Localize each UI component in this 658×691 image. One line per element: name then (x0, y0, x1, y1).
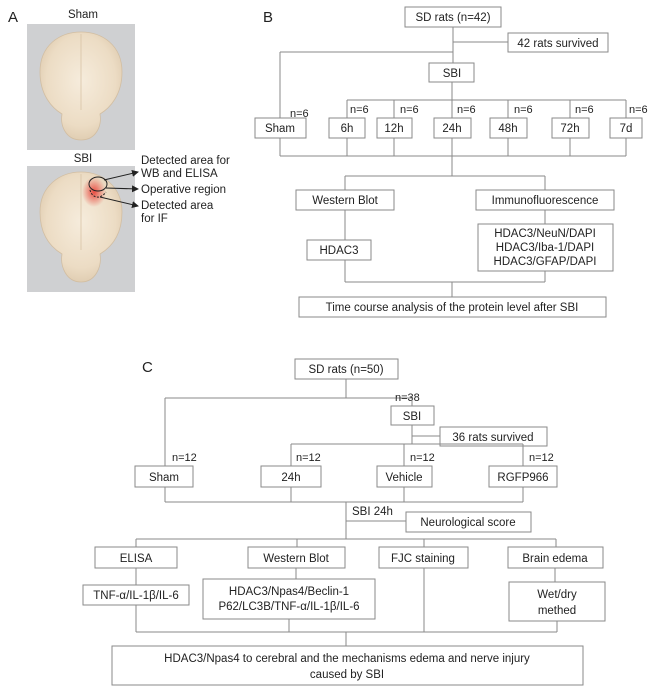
svg-text:HDAC3/NeuN/DAPI: HDAC3/NeuN/DAPI (494, 228, 596, 240)
node-c-rgfp966: RGFP966 (488, 465, 558, 488)
annotation-if-line1: Detected area (141, 200, 214, 212)
node-b-sd-rats: SD rats (n=42) (404, 6, 502, 28)
svg-text:HDAC3/Iba-1/DAPI: HDAC3/Iba-1/DAPI (496, 242, 594, 254)
svg-text:24h: 24h (281, 472, 300, 484)
node-b-hdac3: HDAC3 (306, 239, 372, 261)
c-n38: n=38 (395, 392, 420, 404)
node-b-survived: 42 rats survived (507, 32, 609, 53)
node-c-vehicle: Vehicle (376, 465, 433, 488)
panel-c-label: C (142, 359, 153, 376)
node-c-elisa-detail: TNF-α/IL-1β/IL-6 (82, 584, 190, 606)
svg-text:Western Blot: Western Blot (312, 195, 378, 207)
annotation-wb-elisa-line2: WB and ELISA (141, 168, 218, 180)
svg-text:Brain edema: Brain edema (522, 553, 588, 565)
node-b-immunofluorescence: Immunofluorescence (475, 189, 615, 211)
node-b-western-blot: Western Blot (295, 189, 395, 211)
svg-text:12h: 12h (384, 123, 403, 135)
svg-text:TNF-α/IL-1β/IL-6: TNF-α/IL-1β/IL-6 (93, 590, 178, 602)
node-c-brain-edema: Brain edema (507, 546, 604, 569)
b-n-24h: n=6 (457, 104, 476, 116)
svg-text:RGFP966: RGFP966 (497, 472, 548, 484)
node-b-sbi: SBI (428, 62, 475, 83)
b-n-sham: n=6 (290, 108, 309, 120)
svg-text:FJC staining: FJC staining (391, 553, 455, 565)
c-n-rgfp966: n=12 (529, 452, 554, 464)
sbi-brain-photo (27, 166, 135, 292)
node-b-if-markers: HDAC3/NeuN/DAPI HDAC3/Iba-1/DAPI HDAC3/G… (477, 223, 614, 272)
svg-text:36 rats survived: 36 rats survived (452, 432, 533, 444)
node-b-72h: 72h (551, 117, 590, 139)
node-c-edema-detail: Wet/dry methed (508, 581, 606, 622)
svg-text:Immunofluorescence: Immunofluorescence (492, 195, 599, 207)
svg-text:HDAC3: HDAC3 (320, 245, 359, 257)
lesion-region (82, 177, 106, 207)
arrow-if (99, 196, 139, 209)
svg-text:Vehicle: Vehicle (385, 472, 422, 484)
node-c-sham: Sham (134, 465, 194, 488)
svg-text:7d: 7d (620, 123, 633, 135)
node-c-survived: 36 rats survived (439, 426, 548, 447)
svg-text:Sham: Sham (265, 123, 295, 135)
svg-text:HDAC3/Npas4 to cerebral and th: HDAC3/Npas4 to cerebral and the mechanis… (164, 653, 530, 665)
node-b-7d: 7d (609, 117, 643, 139)
svg-text:SD rats (n=42): SD rats (n=42) (415, 12, 490, 24)
svg-text:SBI: SBI (443, 68, 462, 80)
b-n-6h: n=6 (350, 104, 369, 116)
svg-text:72h: 72h (560, 123, 579, 135)
node-b-sham: Sham (254, 117, 307, 139)
annotation-wb-elisa-line1: Detected area for (141, 155, 230, 167)
node-b-6h: 6h (328, 117, 366, 139)
svg-text:Wet/dry: Wet/dry (537, 589, 577, 601)
c-n-vehicle: n=12 (410, 452, 435, 464)
node-c-wb-detail: HDAC3/Npas4/Beclin-1 P62/LC3B/TNF-α/IL-1… (202, 578, 376, 620)
svg-text:Time course analysis of the pr: Time course analysis of the protein leve… (326, 302, 579, 314)
svg-text:caused by SBI: caused by SBI (310, 669, 384, 681)
node-b-48h: 48h (489, 117, 528, 139)
inner-detected-arc (89, 189, 107, 198)
svg-text:Sham: Sham (149, 472, 179, 484)
panel-a-label: A (8, 9, 18, 26)
node-c-western-blot: Western Blot (247, 546, 346, 569)
c-n-sham: n=12 (172, 452, 197, 464)
arrow-wb-elisa (103, 169, 139, 181)
b-n-7d: n=6 (629, 104, 648, 116)
svg-text:SD rats (n=50): SD rats (n=50) (308, 364, 383, 376)
node-c-sbi: SBI (390, 405, 435, 426)
node-c-conclusion: HDAC3/Npas4 to cerebral and the mechanis… (111, 645, 584, 686)
sham-caption: Sham (68, 9, 98, 21)
sham-brain-photo (27, 24, 135, 150)
annotation-if-line2: for IF (141, 213, 168, 225)
svg-text:methed: methed (538, 605, 576, 617)
svg-text:P62/LC3B/TNF-α/IL-1β/IL-6: P62/LC3B/TNF-α/IL-1β/IL-6 (218, 601, 359, 613)
annotation-operative: Operative region (141, 184, 226, 196)
outer-detected-circle (88, 176, 108, 192)
b-n-12h: n=6 (400, 104, 419, 116)
node-b-time-course: Time course analysis of the protein leve… (298, 296, 607, 318)
b-n-72h: n=6 (575, 104, 594, 116)
node-b-24h: 24h (433, 117, 472, 139)
node-c-sd-rats: SD rats (n=50) (294, 358, 399, 380)
svg-text:6h: 6h (341, 123, 354, 135)
svg-text:24h: 24h (442, 123, 461, 135)
node-b-12h: 12h (376, 117, 413, 139)
svg-text:SBI: SBI (403, 411, 422, 423)
sbi-caption: SBI (74, 153, 93, 165)
node-c-elisa: ELISA (94, 546, 178, 569)
svg-text:ELISA: ELISA (120, 553, 153, 565)
svg-text:48h: 48h (498, 123, 517, 135)
node-c-24h: 24h (260, 465, 322, 488)
svg-text:42 rats survived: 42 rats survived (517, 38, 598, 50)
svg-text:Neurological score: Neurological score (420, 517, 515, 529)
b-n-48h: n=6 (514, 104, 533, 116)
node-c-fjc: FJC staining (378, 546, 469, 569)
svg-text:HDAC3/Npas4/Beclin-1: HDAC3/Npas4/Beclin-1 (229, 586, 349, 598)
panel-b-label: B (263, 9, 273, 26)
c-n-24h: n=12 (296, 452, 321, 464)
c-sbi-24h: SBI 24h (352, 506, 393, 518)
node-c-neuro-score: Neurological score (405, 511, 532, 533)
arrow-operative (105, 185, 139, 193)
svg-text:HDAC3/GFAP/DAPI: HDAC3/GFAP/DAPI (494, 256, 597, 268)
svg-text:Western Blot: Western Blot (263, 553, 329, 565)
